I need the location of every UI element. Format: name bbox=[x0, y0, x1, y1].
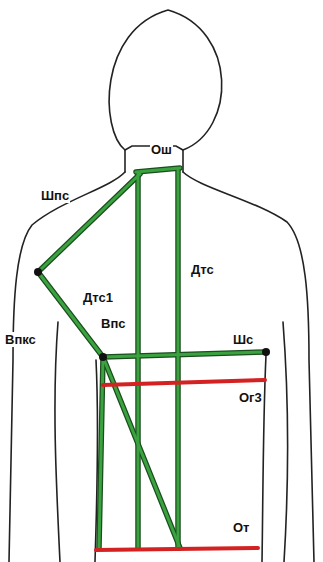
measure-label: Впс bbox=[100, 316, 126, 331]
measure-line bbox=[38, 168, 266, 548]
right-shoulder-arm bbox=[183, 172, 314, 562]
measure-label: Впкс bbox=[4, 332, 37, 347]
measure-line-edge bbox=[38, 168, 266, 548]
right-torso bbox=[262, 355, 266, 562]
back-point bbox=[99, 353, 107, 361]
measure-label: Шс bbox=[232, 332, 254, 347]
measure-label: Дтс bbox=[190, 262, 215, 277]
measure-label: Ог3 bbox=[238, 390, 263, 405]
shoulder-point bbox=[34, 268, 42, 276]
measure-label: Ош bbox=[150, 142, 173, 157]
back-point bbox=[262, 348, 270, 356]
girth-line bbox=[96, 380, 265, 550]
measure-label: От bbox=[232, 520, 250, 535]
right-inner-arm bbox=[283, 322, 288, 562]
measure-label: Шпс bbox=[40, 188, 70, 203]
measure-label: Дтс1 bbox=[82, 290, 114, 305]
hood bbox=[109, 10, 222, 150]
neck-left bbox=[124, 150, 126, 172]
left-inner-arm bbox=[55, 322, 60, 562]
body-outline bbox=[9, 10, 314, 562]
measure-lines bbox=[38, 168, 266, 550]
measure-points bbox=[34, 268, 270, 361]
